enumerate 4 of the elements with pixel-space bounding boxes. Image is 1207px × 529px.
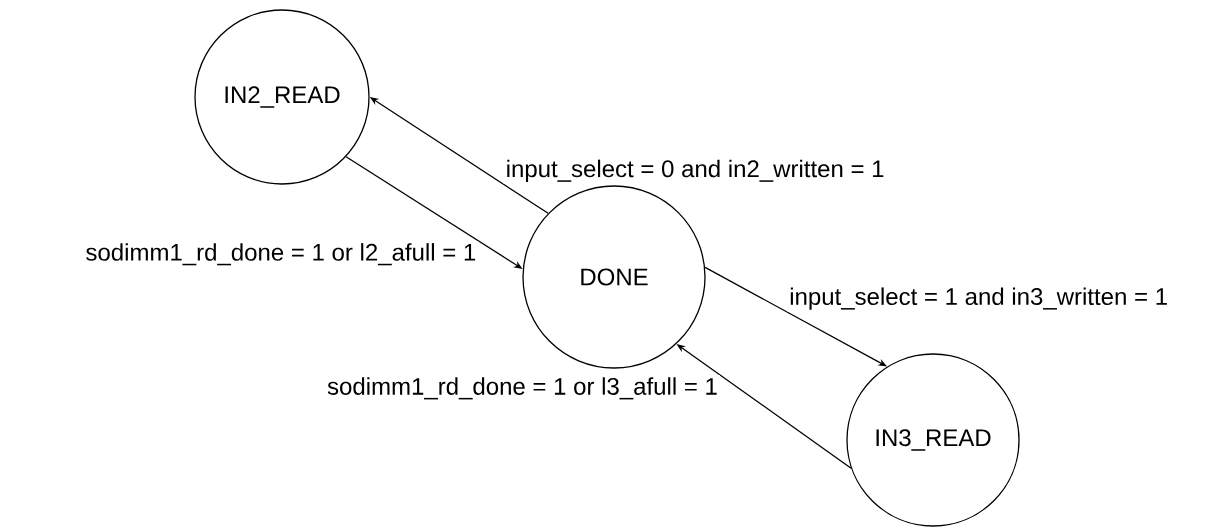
edge-label: input_select = 1 and in3_written = 1 xyxy=(787,285,1171,312)
edge-label: input_select = 0 and in2_written = 1 xyxy=(503,157,887,185)
edge-label: sodimm1_rd_done = 1 or l3_afull = 1 xyxy=(325,375,720,402)
edge-label: sodimm1_rd_done = 1 or l2_afull = 1 xyxy=(83,241,479,268)
